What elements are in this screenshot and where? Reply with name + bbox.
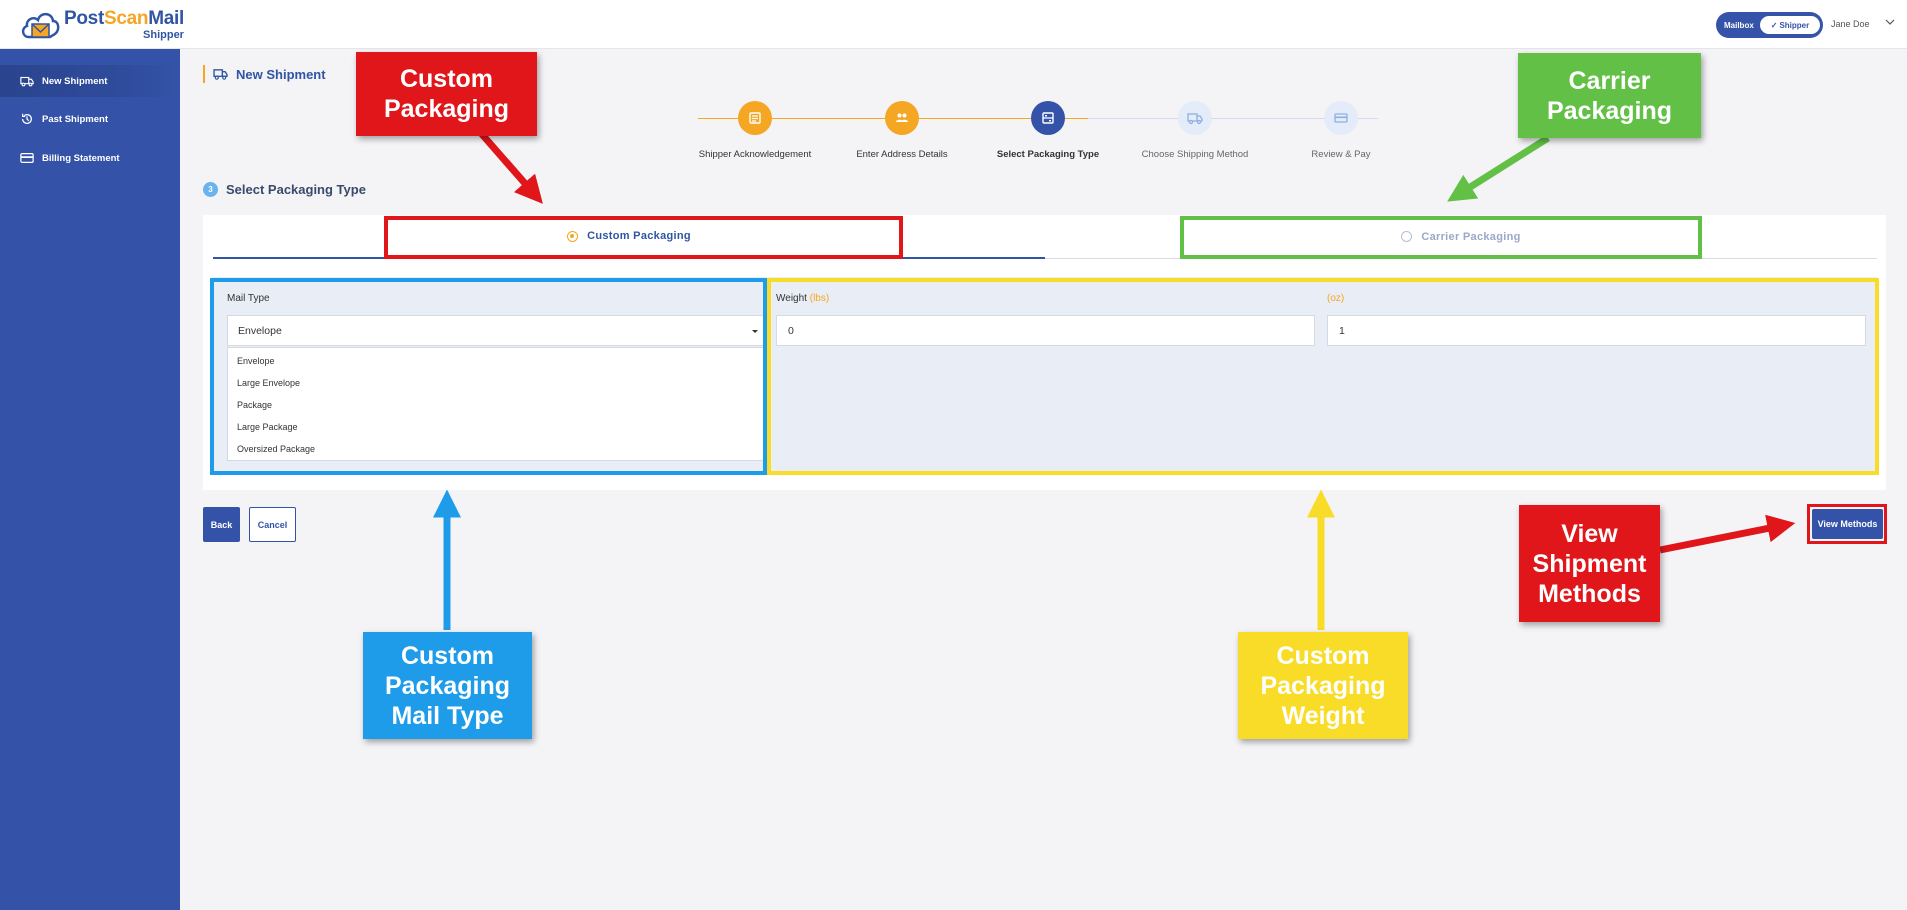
step-label: Select Packaging Type [996, 149, 1100, 160]
mail-type-select[interactable]: Envelope [227, 315, 765, 346]
page-title-text: New Shipment [236, 66, 326, 82]
mailbox-shipper-toggle[interactable]: Mailbox ✓Shipper [1716, 12, 1823, 38]
history-icon [22, 113, 32, 124]
sidebar-item-billing-statement[interactable]: Billing Statement [0, 142, 180, 174]
callout-view-methods: View Shipment Methods [1519, 505, 1660, 622]
packaging-card: Custom Packaging Carrier Packaging Mail … [203, 215, 1886, 490]
packaging-form: Mail Type Envelope Envelope Large Envelo… [213, 277, 1877, 473]
mail-type-option[interactable]: Package [237, 400, 273, 410]
step-review-and-pay[interactable]: Review & Pay [1266, 98, 1416, 160]
toggle-mailbox-label[interactable]: Mailbox [1724, 20, 1754, 30]
logo-subtitle: Shipper [143, 29, 184, 41]
document-icon [749, 112, 761, 124]
stepper-line-future [1088, 118, 1378, 119]
tab-custom-packaging[interactable]: Custom Packaging [213, 215, 1045, 259]
toggle-shipper-option[interactable]: ✓Shipper [1760, 16, 1820, 34]
tab-custom-packaging-label: Custom Packaging [587, 230, 691, 242]
card-icon [20, 153, 34, 163]
sidebar-item-label: New Shipment [42, 75, 108, 87]
callout-custom-packaging: Custom Packaging [356, 52, 537, 136]
radio-selected-icon[interactable] [567, 230, 579, 242]
truck-icon [213, 69, 228, 80]
weight-lbs-label: Weight (lbs) [776, 293, 829, 304]
step-choose-shipping-method[interactable]: Choose Shipping Method [1120, 98, 1270, 160]
callout-mail-type: Custom Packaging Mail Type [363, 632, 532, 739]
step-shipper-acknowledgement[interactable]: Shipper Acknowledgement [680, 98, 830, 160]
step-label: Enter Address Details [856, 149, 948, 160]
progress-stepper: Shipper Acknowledgement Enter Address De… [680, 98, 1420, 160]
step-circle [738, 101, 772, 135]
radio-unselected-icon[interactable] [1401, 231, 1413, 242]
section-title-text: Select Packaging Type [226, 182, 366, 197]
step-circle [1178, 101, 1212, 135]
callout-weight: Custom Packaging Weight [1238, 632, 1408, 739]
logo-title: PostScanMail [64, 8, 184, 29]
weight-lbs-input[interactable]: 0 [776, 315, 1315, 346]
mail-type-selected-value: Envelope [238, 324, 282, 337]
sidebar: New Shipment Past Shipment Billing State… [0, 49, 180, 910]
users-icon [896, 113, 908, 122]
step-circle [1324, 101, 1358, 135]
arrow-custom-packaging [477, 129, 543, 204]
mail-type-option[interactable]: Oversized Package [237, 444, 316, 454]
mail-type-option[interactable]: Large Package [237, 422, 298, 432]
weight-oz-label: (oz) [1327, 293, 1344, 304]
arrow-carrier-packaging [1447, 135, 1550, 202]
mail-type-option[interactable]: Large Envelope [237, 378, 301, 388]
step-circle [1031, 101, 1065, 135]
weight-label-text: Weight [776, 293, 807, 304]
mail-type-option[interactable]: Envelope [237, 356, 275, 366]
mail-type-label: Mail Type [227, 293, 270, 304]
section-title: 3 Select Packaging Type [203, 182, 366, 197]
step-label: Choose Shipping Method [1141, 149, 1249, 160]
truck-icon [1187, 113, 1203, 125]
view-methods-button[interactable]: View Methods [1812, 509, 1883, 539]
cloud-mail-logo-icon [21, 12, 60, 39]
toggle-shipper-label: Shipper [1779, 20, 1810, 30]
sidebar-item-label: Billing Statement [42, 152, 120, 164]
truck-icon [20, 76, 34, 87]
cancel-button[interactable]: Cancel [249, 507, 296, 542]
step-number-badge: 3 [203, 182, 218, 197]
back-button[interactable]: Back [203, 507, 240, 542]
weight-unit-lbs: (lbs) [809, 293, 830, 304]
logo[interactable]: PostScanMail Shipper [20, 5, 184, 45]
tab-carrier-packaging[interactable]: Carrier Packaging [1045, 215, 1877, 259]
page-title: New Shipment [203, 65, 326, 83]
package-list-icon [1042, 112, 1054, 124]
weight-unit-oz: (oz) [1327, 293, 1345, 304]
step-enter-address-details[interactable]: Enter Address Details [827, 98, 977, 160]
user-name[interactable]: Jane Doe [1831, 19, 1870, 29]
chevron-down-icon[interactable] [1885, 17, 1895, 27]
stepper-line-done [698, 118, 988, 119]
sidebar-item-label: Past Shipment [42, 113, 108, 125]
top-header: PostScanMail Shipper Mailbox ✓Shipper Ja… [0, 0, 1907, 49]
tab-carrier-packaging-label: Carrier Packaging [1421, 230, 1521, 243]
callout-carrier-packaging: Carrier Packaging [1518, 53, 1701, 138]
arrow-view-methods [1659, 514, 1796, 554]
mail-type-dropdown: Envelope Large Envelope Package Large Pa… [227, 347, 765, 461]
caret-down-icon [752, 330, 758, 333]
card-icon [1334, 113, 1348, 123]
step-circle [885, 101, 919, 135]
weight-oz-input[interactable]: 1 [1327, 315, 1866, 346]
check-icon: ✓ [1770, 20, 1778, 30]
sidebar-item-past-shipment[interactable]: Past Shipment [0, 103, 180, 135]
step-label: Review & Pay [1311, 149, 1371, 160]
step-label: Shipper Acknowledgement [698, 149, 812, 160]
sidebar-item-new-shipment[interactable]: New Shipment [0, 65, 180, 97]
step-select-packaging-type[interactable]: Select Packaging Type [973, 98, 1123, 160]
